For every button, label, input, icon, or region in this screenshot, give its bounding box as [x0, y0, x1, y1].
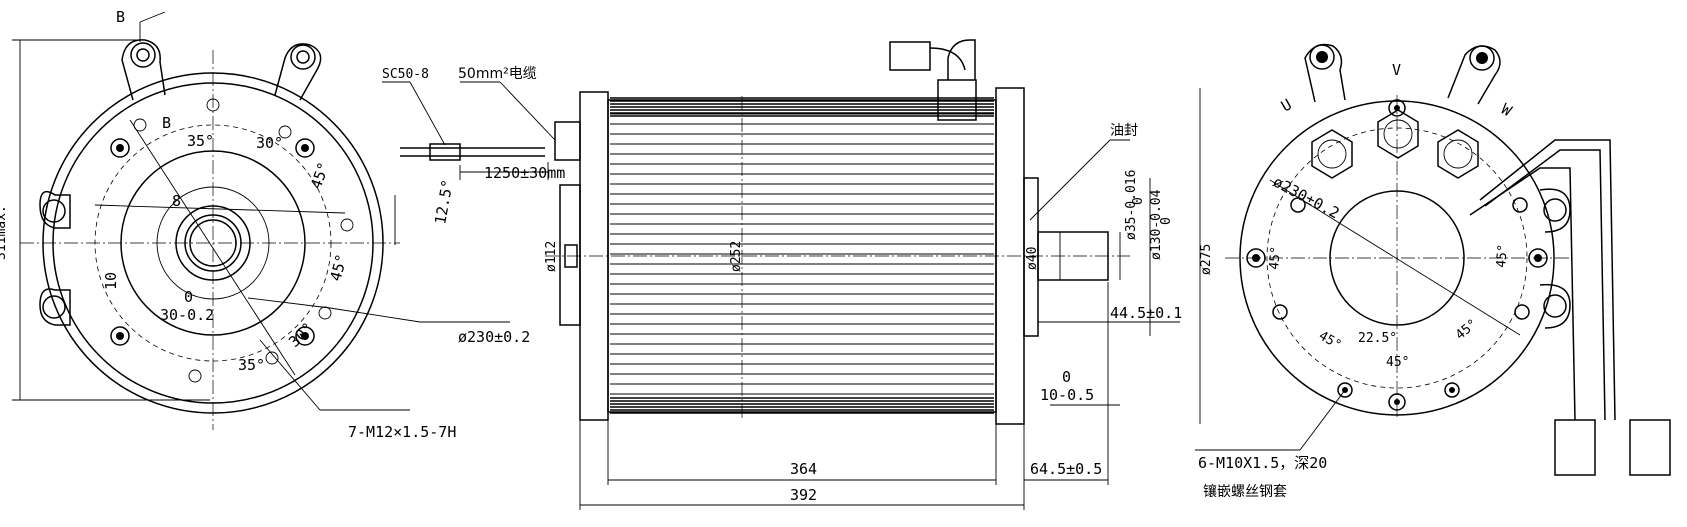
terminal-label: SC50-8: [382, 67, 429, 82]
angle-30-top: 30°: [256, 134, 283, 152]
cable-assembly: [382, 81, 556, 180]
section-label: B: [116, 8, 125, 26]
glands: [1311, 109, 1479, 179]
dim-112-label: ø112: [544, 241, 559, 272]
side-view: [545, 39, 1201, 510]
cable-length-label: 1250±30mm: [484, 164, 565, 182]
right-end-view: [1195, 43, 1671, 476]
thread-note-left: 7-M12×1.5-7H: [348, 423, 456, 441]
terminal-lug-right: [274, 43, 322, 101]
angle-22-5: 22.5°: [1358, 331, 1397, 346]
shaft-dia-upper: 0: [1131, 197, 1146, 205]
spigot-label: ø130-0.04: [1149, 189, 1164, 260]
mounting-ear-upper: [39, 190, 71, 229]
shaft-length-label: 44.5±0.1: [1110, 304, 1182, 322]
cooling-fins: [610, 97, 994, 414]
phase-v-label: V: [1392, 61, 1401, 79]
angle-45-bottom: 45°: [1386, 355, 1409, 370]
angle-45-right: 45°: [1494, 244, 1511, 269]
angle-45-left: 45°: [1267, 246, 1284, 271]
spigot-upper: 0: [1159, 217, 1174, 225]
angle-35-bottom: 35°: [238, 356, 265, 374]
insert-note: 镶嵌螺丝钢套: [1203, 483, 1287, 500]
bolt-holes-left: [110, 98, 354, 383]
phase-w-label: W: [1498, 100, 1516, 121]
keyway-lower: 30-0.2: [160, 306, 214, 324]
dim-10: 10: [102, 272, 120, 290]
thread-note-right: 6-M10X1.5，深20: [1198, 454, 1327, 472]
dim-12-5: 12.5°: [431, 178, 457, 226]
keyway-upper: 0: [184, 288, 193, 306]
terminal-lug-left: [121, 39, 166, 101]
angle-30-bottom: 30°: [285, 319, 317, 351]
shaft-dia-label: ø35-0.016: [1124, 170, 1139, 240]
phase-u-label: U: [1278, 95, 1295, 115]
step-upper: 0: [1062, 368, 1071, 386]
angle-35-top: 35°: [187, 132, 214, 150]
pcd-label-right: ø230±0.2: [1270, 173, 1342, 223]
flange-dia-label: ø275: [1199, 244, 1214, 275]
dim-8: 8: [172, 192, 181, 210]
angle-45-br: 45°: [1453, 316, 1481, 343]
overall-height-label: 311max.: [0, 205, 9, 260]
overall-length-label: 392: [790, 486, 817, 504]
oil-seal-label: 油封: [1110, 123, 1138, 139]
mounting-ear-lower: [39, 288, 71, 326]
angle-45-bl: 45°: [1316, 328, 1344, 353]
shaft-ext-label: 64.5±0.5: [1030, 460, 1102, 478]
shaft-40-label: ø40: [1025, 247, 1040, 270]
section-label-2: B: [162, 114, 171, 132]
step-label: 10-0.5: [1040, 386, 1094, 404]
cable-spec-label: 50mm²电缆: [458, 66, 537, 82]
dim-252-label: ø252: [729, 241, 744, 272]
body-length-label: 364: [790, 460, 817, 478]
left-end-view: [12, 11, 510, 430]
cable-gland: [889, 39, 977, 121]
pcd-label-left: ø230±0.2: [458, 328, 530, 346]
angle-45-top: 45°: [307, 160, 333, 192]
